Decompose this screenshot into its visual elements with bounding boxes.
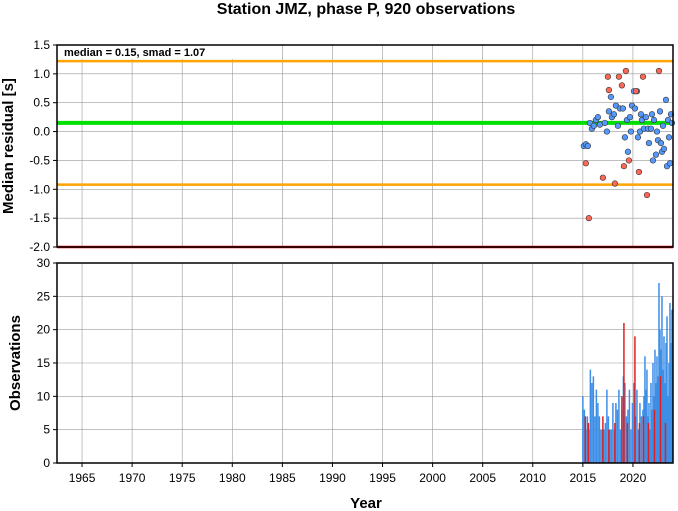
residual-point <box>637 111 645 118</box>
observations-y-tick-label: 15 <box>37 356 51 370</box>
residual-point <box>666 160 674 167</box>
observations-x-ticks: 1965 1970 1975 1980 1985 1990 1995 2000 2005 2010… <box>69 463 647 485</box>
x-tick-label: 1965 <box>69 471 96 485</box>
residual-point <box>626 114 634 121</box>
x-axis-label: Year <box>350 495 382 511</box>
observations-y-ticks: 0 5 10 15 20 25 30 <box>37 256 57 470</box>
residual-point <box>590 122 597 129</box>
residual-point <box>584 142 591 150</box>
residual-point <box>604 73 611 80</box>
residual-point <box>649 157 657 164</box>
residual-point <box>631 105 639 112</box>
x-tick-label: 1985 <box>269 471 296 485</box>
x-tick-label: 1995 <box>369 471 396 485</box>
residual-point <box>627 128 635 135</box>
x-tick-label: 1990 <box>319 471 346 485</box>
residual-point <box>621 134 629 141</box>
residual-point <box>603 128 610 135</box>
x-tick-label: 2010 <box>519 471 546 485</box>
residual-y-tick-label: -1.5 <box>29 211 50 225</box>
residual-point <box>619 105 627 112</box>
residual-point <box>642 114 650 121</box>
residual-annotation: median = 0.15, smad = 1.07 <box>64 47 205 59</box>
observations-y-tick-label: 30 <box>37 256 51 270</box>
observations-y-tick-label: 20 <box>37 323 51 337</box>
residual-point <box>662 96 670 103</box>
residual-point <box>614 122 622 129</box>
residual-point <box>599 174 606 181</box>
residual-point <box>650 116 658 124</box>
residual-point <box>643 191 651 199</box>
x-tick-label: 1980 <box>219 471 246 485</box>
residual-y-tick-label: -0.5 <box>29 153 50 167</box>
residual-annotation-bg <box>61 45 271 59</box>
residual-point <box>622 67 630 75</box>
residual-point <box>656 108 664 115</box>
observations-panel: 0 5 10 15 20 25 30 1965 1970 1975 1980 1985 1990 199… <box>7 256 674 511</box>
residual-point <box>635 168 643 176</box>
residual-point <box>647 125 655 132</box>
residual-point <box>618 82 626 89</box>
residual-y-tick-label: 1.0 <box>33 67 50 81</box>
residual-frame <box>56 44 674 248</box>
x-tick-label: 1970 <box>119 471 146 485</box>
residual-point <box>611 180 619 187</box>
residual-panel: median = 0.15, smad = 1.07 1.5 1.0 0.5 0.0 -… <box>0 38 676 254</box>
observations-y-tick-label: 0 <box>43 456 50 470</box>
residual-y-ticks: 1.5 1.0 0.5 0.0 -0.5 -1.0 -1.5 -2.0 <box>29 38 57 254</box>
residual-point <box>639 73 647 80</box>
chart-title: Station JMZ, phase P, 920 observations <box>217 1 516 18</box>
residual-point <box>625 157 633 164</box>
residual-point <box>659 122 667 129</box>
residual-point <box>648 111 656 118</box>
residual-y-tick-label: -2.0 <box>29 240 50 254</box>
x-tick-label: 1975 <box>169 471 196 485</box>
observations-bars <box>582 283 673 463</box>
residual-point <box>660 145 668 152</box>
residual-point <box>601 119 608 127</box>
residual-point <box>657 140 665 147</box>
residual-point <box>620 163 628 170</box>
residual-point <box>652 151 660 158</box>
residual-y-label: Median residual [s] <box>0 78 17 214</box>
residual-y-tick-label: 0.5 <box>33 96 50 110</box>
residual-y-tick-label: 0.0 <box>33 125 50 139</box>
residual-point <box>624 148 632 155</box>
residual-point <box>645 140 653 147</box>
residual-point <box>615 73 623 80</box>
residual-point <box>668 119 676 127</box>
residual-point <box>594 114 601 121</box>
x-tick-label: 2020 <box>620 471 647 485</box>
residual-point <box>582 160 589 167</box>
observations-y-tick-label: 5 <box>43 423 50 437</box>
observations-y-tick-label: 10 <box>37 389 51 403</box>
residual-point <box>585 215 592 222</box>
residual-points <box>580 67 676 222</box>
observations-y-label: Observations <box>7 315 24 411</box>
x-tick-label: 2015 <box>570 471 597 485</box>
residual-point <box>665 134 673 141</box>
residual-reference-lines <box>57 59 673 249</box>
residual-y-tick-label: -1.0 <box>29 182 50 196</box>
observations-grid <box>57 262 673 464</box>
residual-grid <box>57 44 673 248</box>
x-tick-label: 2000 <box>419 471 446 485</box>
residual-point <box>607 93 614 101</box>
x-tick-label: 2005 <box>469 471 496 485</box>
residual-point <box>605 108 612 115</box>
residual-point <box>610 111 618 118</box>
residual-y-tick-label: 1.5 <box>33 38 50 52</box>
observations-y-tick-label: 25 <box>37 289 51 303</box>
residual-point <box>605 86 612 94</box>
residual-point <box>655 67 663 75</box>
residual-point <box>632 88 640 95</box>
residual-point <box>634 134 642 141</box>
residual-point <box>653 128 661 135</box>
